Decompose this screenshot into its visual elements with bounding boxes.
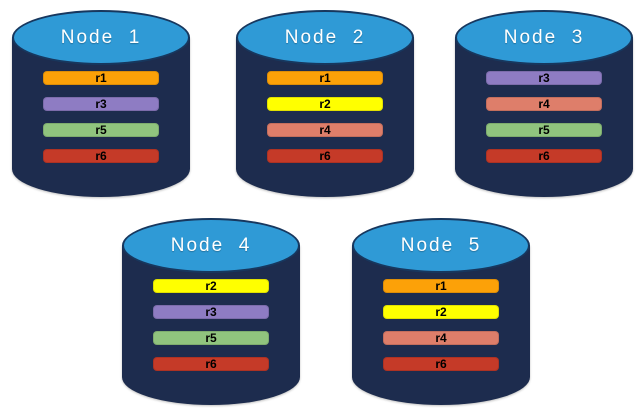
node-4-title: Node 4 [170,234,252,256]
node-2-title: Node 2 [284,26,366,48]
node-4-cylinder: Node 4 r2 r3 r5 r6 [122,218,300,405]
node-2-cylinder: Node 2 r1 r2 r4 r6 [236,10,414,197]
node-5-cylinder: Node 5 r1 r2 r4 r6 [352,218,530,405]
replica-r3-bar: r3 [486,71,602,85]
replica-r2-bar: r2 [383,305,499,319]
replica-r5-bar: r5 [153,331,269,345]
node-3-replica-list: r3 r4 r5 r6 [486,71,602,163]
replica-r4-bar: r4 [267,123,383,137]
replica-r6-bar: r6 [486,149,602,163]
node-5-title: Node 5 [400,234,482,256]
node-4-cylinder-top: Node 4 [122,218,300,273]
replica-r4-bar: r4 [383,331,499,345]
replica-r2-bar: r2 [267,97,383,111]
replica-r1-bar: r1 [43,71,159,85]
node-1-cylinder-top: Node 1 [12,10,190,65]
replica-r6-bar: r6 [153,357,269,371]
replica-r3-bar: r3 [153,305,269,319]
replica-r6-bar: r6 [43,149,159,163]
replica-r1-bar: r1 [383,279,499,293]
node-5-cylinder-top: Node 5 [352,218,530,273]
node-4-replica-list: r2 r3 r5 r6 [153,279,269,371]
replica-r4-bar: r4 [486,97,602,111]
replica-r6-bar: r6 [383,357,499,371]
node-2-replica-list: r1 r2 r4 r6 [267,71,383,163]
node-1-title: Node 1 [60,26,142,48]
node-1-cylinder: Node 1 r1 r3 r5 r6 [12,10,190,197]
node-3-cylinder: Node 3 r3 r4 r5 r6 [455,10,633,197]
node-2-cylinder-top: Node 2 [236,10,414,65]
replica-r5-bar: r5 [486,123,602,137]
replica-r2-bar: r2 [153,279,269,293]
node-3-title: Node 3 [503,26,585,48]
replica-r6-bar: r6 [267,149,383,163]
replica-r5-bar: r5 [43,123,159,137]
replica-r1-bar: r1 [267,71,383,85]
node-3-cylinder-top: Node 3 [455,10,633,65]
replica-r3-bar: r3 [43,97,159,111]
node-1-replica-list: r1 r3 r5 r6 [43,71,159,163]
node-5-replica-list: r1 r2 r4 r6 [383,279,499,371]
